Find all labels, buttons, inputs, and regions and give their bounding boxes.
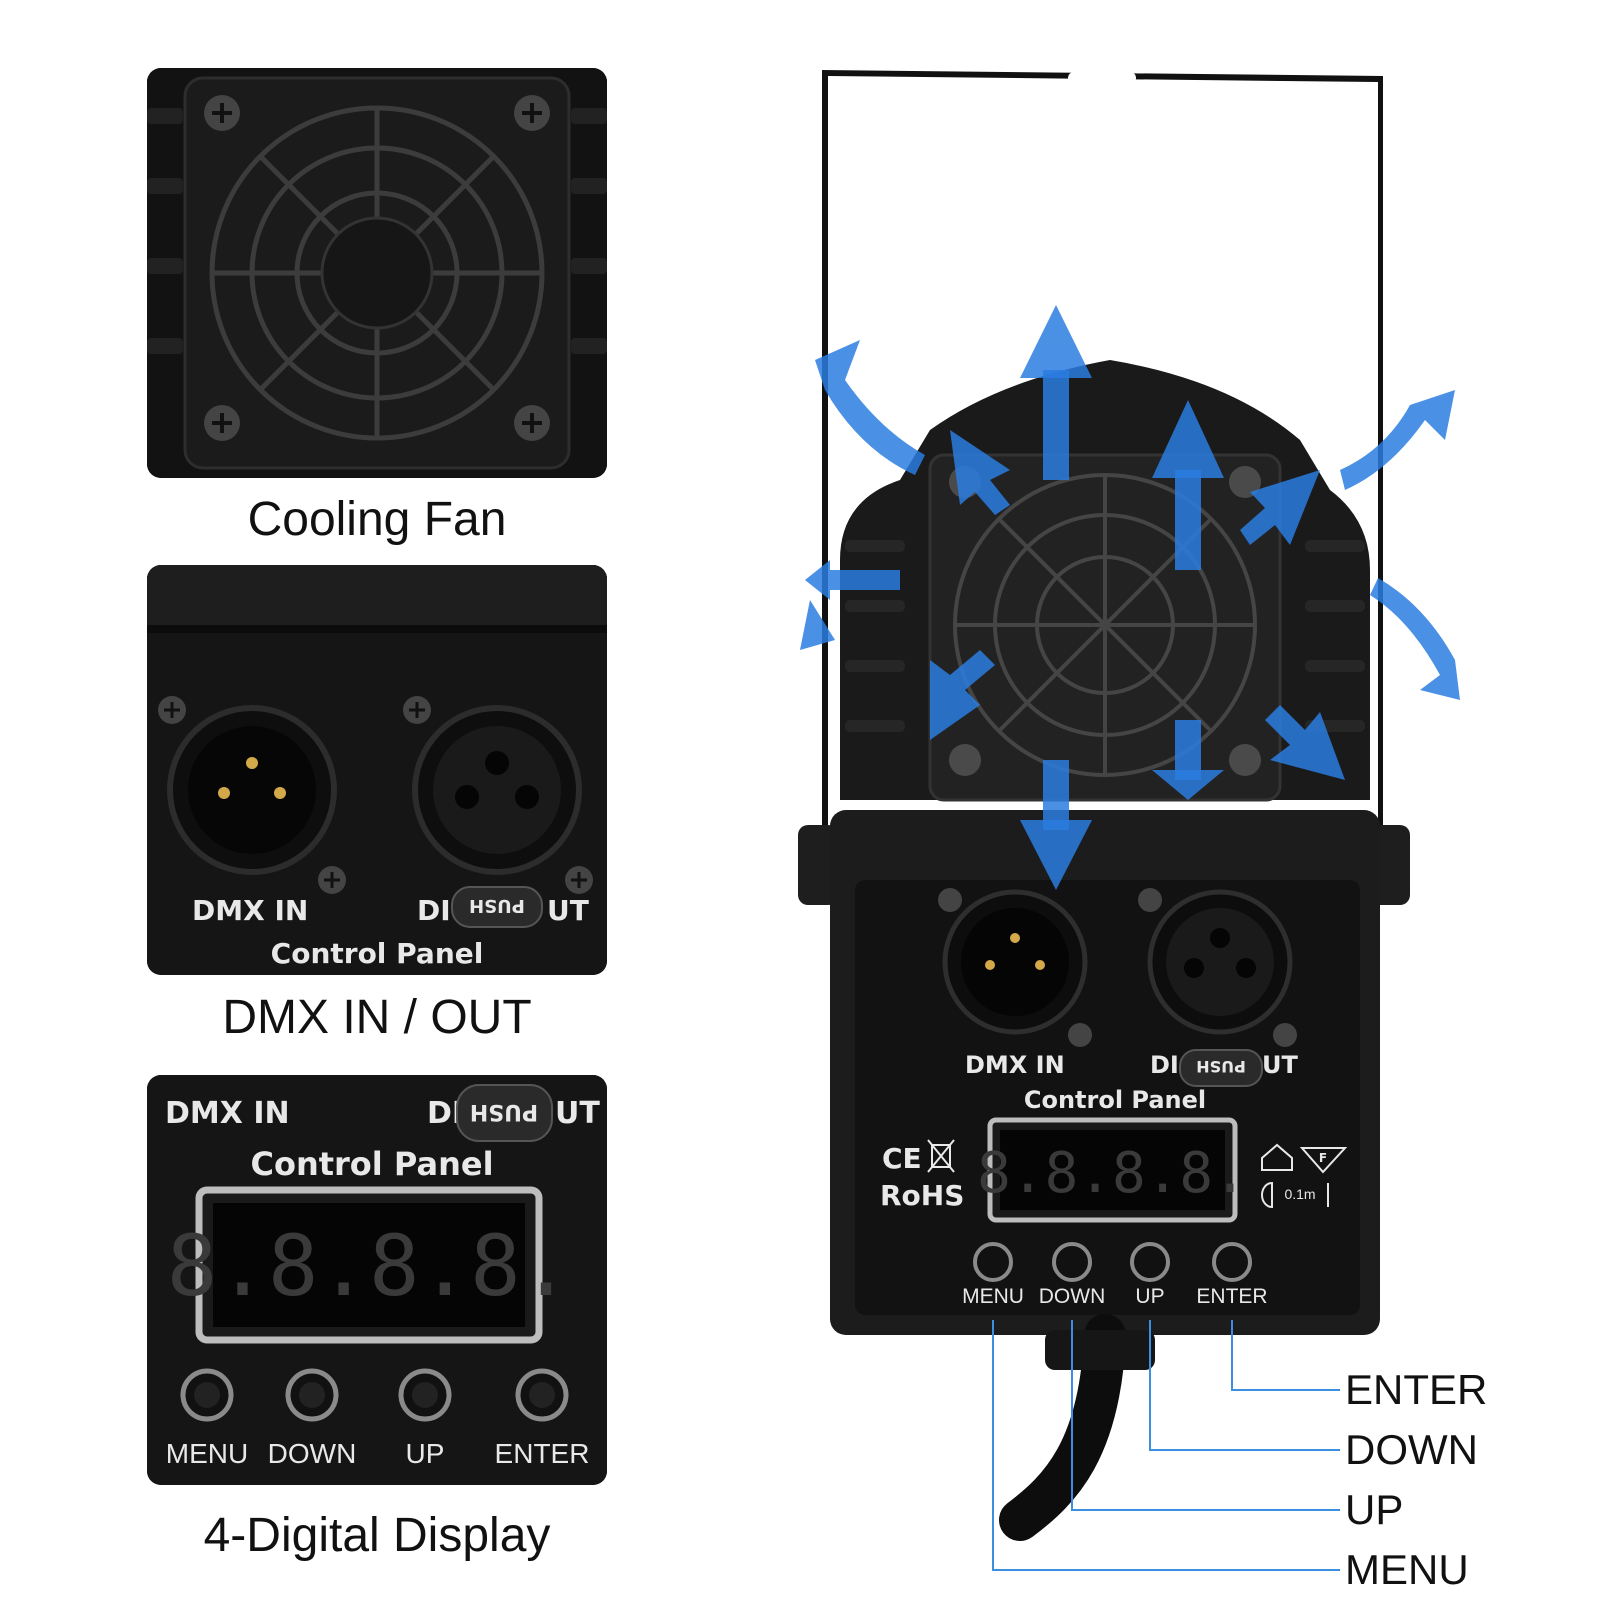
button-label-menu: MENU	[166, 1438, 248, 1469]
caption-cooling-fan: Cooling Fan	[247, 493, 507, 546]
push-tab-label: PUSH	[470, 1099, 538, 1124]
indoor-use-icon	[1261, 1143, 1293, 1171]
callout-menu: MENU	[1345, 1546, 1469, 1593]
screw-icon	[158, 696, 593, 894]
xlr-male-connector-icon	[167, 705, 337, 875]
button-label-up: UP	[1135, 1285, 1164, 1308]
dmx-in-label: DMX IN	[192, 894, 308, 927]
button-label-down: DOWN	[1039, 1285, 1106, 1308]
callout-leader-lines	[992, 1320, 1340, 1571]
arrow-down-left-icon	[930, 650, 995, 740]
control-panel-label: Control Panel	[271, 937, 484, 970]
button-label-menu: MENU	[962, 1285, 1024, 1308]
arrow-up-left-icon	[950, 430, 1010, 515]
arrow-left-icon	[800, 560, 900, 650]
f-mark-label: F	[1319, 1151, 1327, 1165]
arrow-right-up-icon	[1340, 390, 1455, 490]
control-panel-label: Control Panel	[250, 1145, 493, 1183]
dmx-out-prefix-label: DI	[1150, 1051, 1179, 1079]
button-label-enter: ENTER	[495, 1438, 590, 1469]
ce-mark: CE	[882, 1142, 922, 1175]
fan-grille-icon	[953, 473, 1257, 777]
push-tab-label: PUSH	[469, 895, 525, 916]
xlr-male-connector-icon	[942, 889, 1088, 1035]
dmx-out-suffix-label: UT	[555, 1096, 600, 1131]
button-label-up: UP	[406, 1438, 445, 1469]
caption-digital-display: 4-Digital Display	[203, 1509, 551, 1562]
dmx-in-label: DMX IN	[965, 1051, 1065, 1079]
arrow-up-right-icon	[1240, 470, 1320, 545]
f-mark-icon	[1299, 1147, 1348, 1174]
airflow-arrows	[800, 305, 1460, 890]
button-label-down: DOWN	[268, 1438, 357, 1469]
digital-display-photo: DMX IN DI PUSH UT Control Panel 8.8.8.8.…	[147, 1075, 607, 1485]
callout-up: UP	[1345, 1486, 1404, 1533]
screw-icon	[204, 95, 550, 441]
dmx-in-label: DMX IN	[165, 1096, 290, 1131]
arrow-left-up-icon	[815, 340, 925, 475]
button-label-enter: ENTER	[1196, 1285, 1267, 1308]
rohs-mark: RoHS	[880, 1179, 964, 1212]
dmx-in-out-photo: PUSH DMX IN DI UT Control Panel	[147, 565, 607, 975]
callout-down: DOWN	[1345, 1426, 1478, 1473]
arrow-up-icon	[1152, 400, 1224, 570]
lamp-distance-icon	[1261, 1181, 1329, 1209]
dmx-out-prefix-label: DI	[417, 894, 451, 927]
seven-segment-display: 8.8.8.8.	[977, 1141, 1247, 1206]
screw-icon	[949, 466, 1261, 776]
caption-dmx-in-out: DMX IN / OUT	[222, 991, 532, 1044]
arrow-right-down-icon	[1370, 578, 1460, 700]
xlr-female-connector-icon	[1147, 889, 1293, 1035]
arrow-down-icon	[1152, 720, 1224, 800]
weee-bin-icon	[927, 1139, 955, 1173]
arrow-up-icon	[1020, 305, 1092, 480]
xlr-female-connector-icon	[412, 705, 582, 875]
dmx-out-suffix-label: UT	[547, 894, 589, 927]
arrow-down-right-icon	[1265, 705, 1345, 780]
dmx-out-suffix-label: UT	[1262, 1051, 1298, 1079]
push-tab-label: PUSH	[1196, 1057, 1246, 1076]
button-icon	[180, 1368, 569, 1422]
button-icon	[973, 1242, 1252, 1282]
callout-enter: ENTER	[1345, 1366, 1488, 1413]
cooling-fan-photo	[147, 68, 607, 478]
fan-grille-icon	[147, 68, 607, 478]
screw-icon	[938, 888, 1297, 1047]
control-panel-label: Control Panel	[1024, 1086, 1206, 1114]
arrow-down-icon	[1020, 760, 1092, 890]
seven-segment-display: 8.8.8.8.	[167, 1217, 572, 1315]
distance-label: 0.1m	[1284, 1186, 1315, 1202]
